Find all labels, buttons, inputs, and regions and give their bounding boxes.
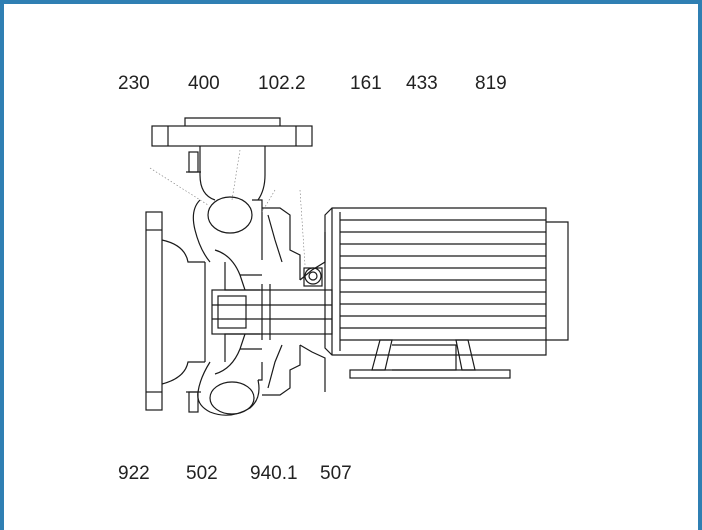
leader-lines [149,149,306,266]
impeller [204,249,262,375]
bolt-bottom [186,391,201,413]
volute-casing [192,196,263,416]
discharge-flange [151,117,313,201]
suction-flange [145,211,205,411]
motor [324,207,569,379]
shaft [211,284,333,340]
bolt-top [186,151,201,173]
casing-cover [262,207,326,396]
